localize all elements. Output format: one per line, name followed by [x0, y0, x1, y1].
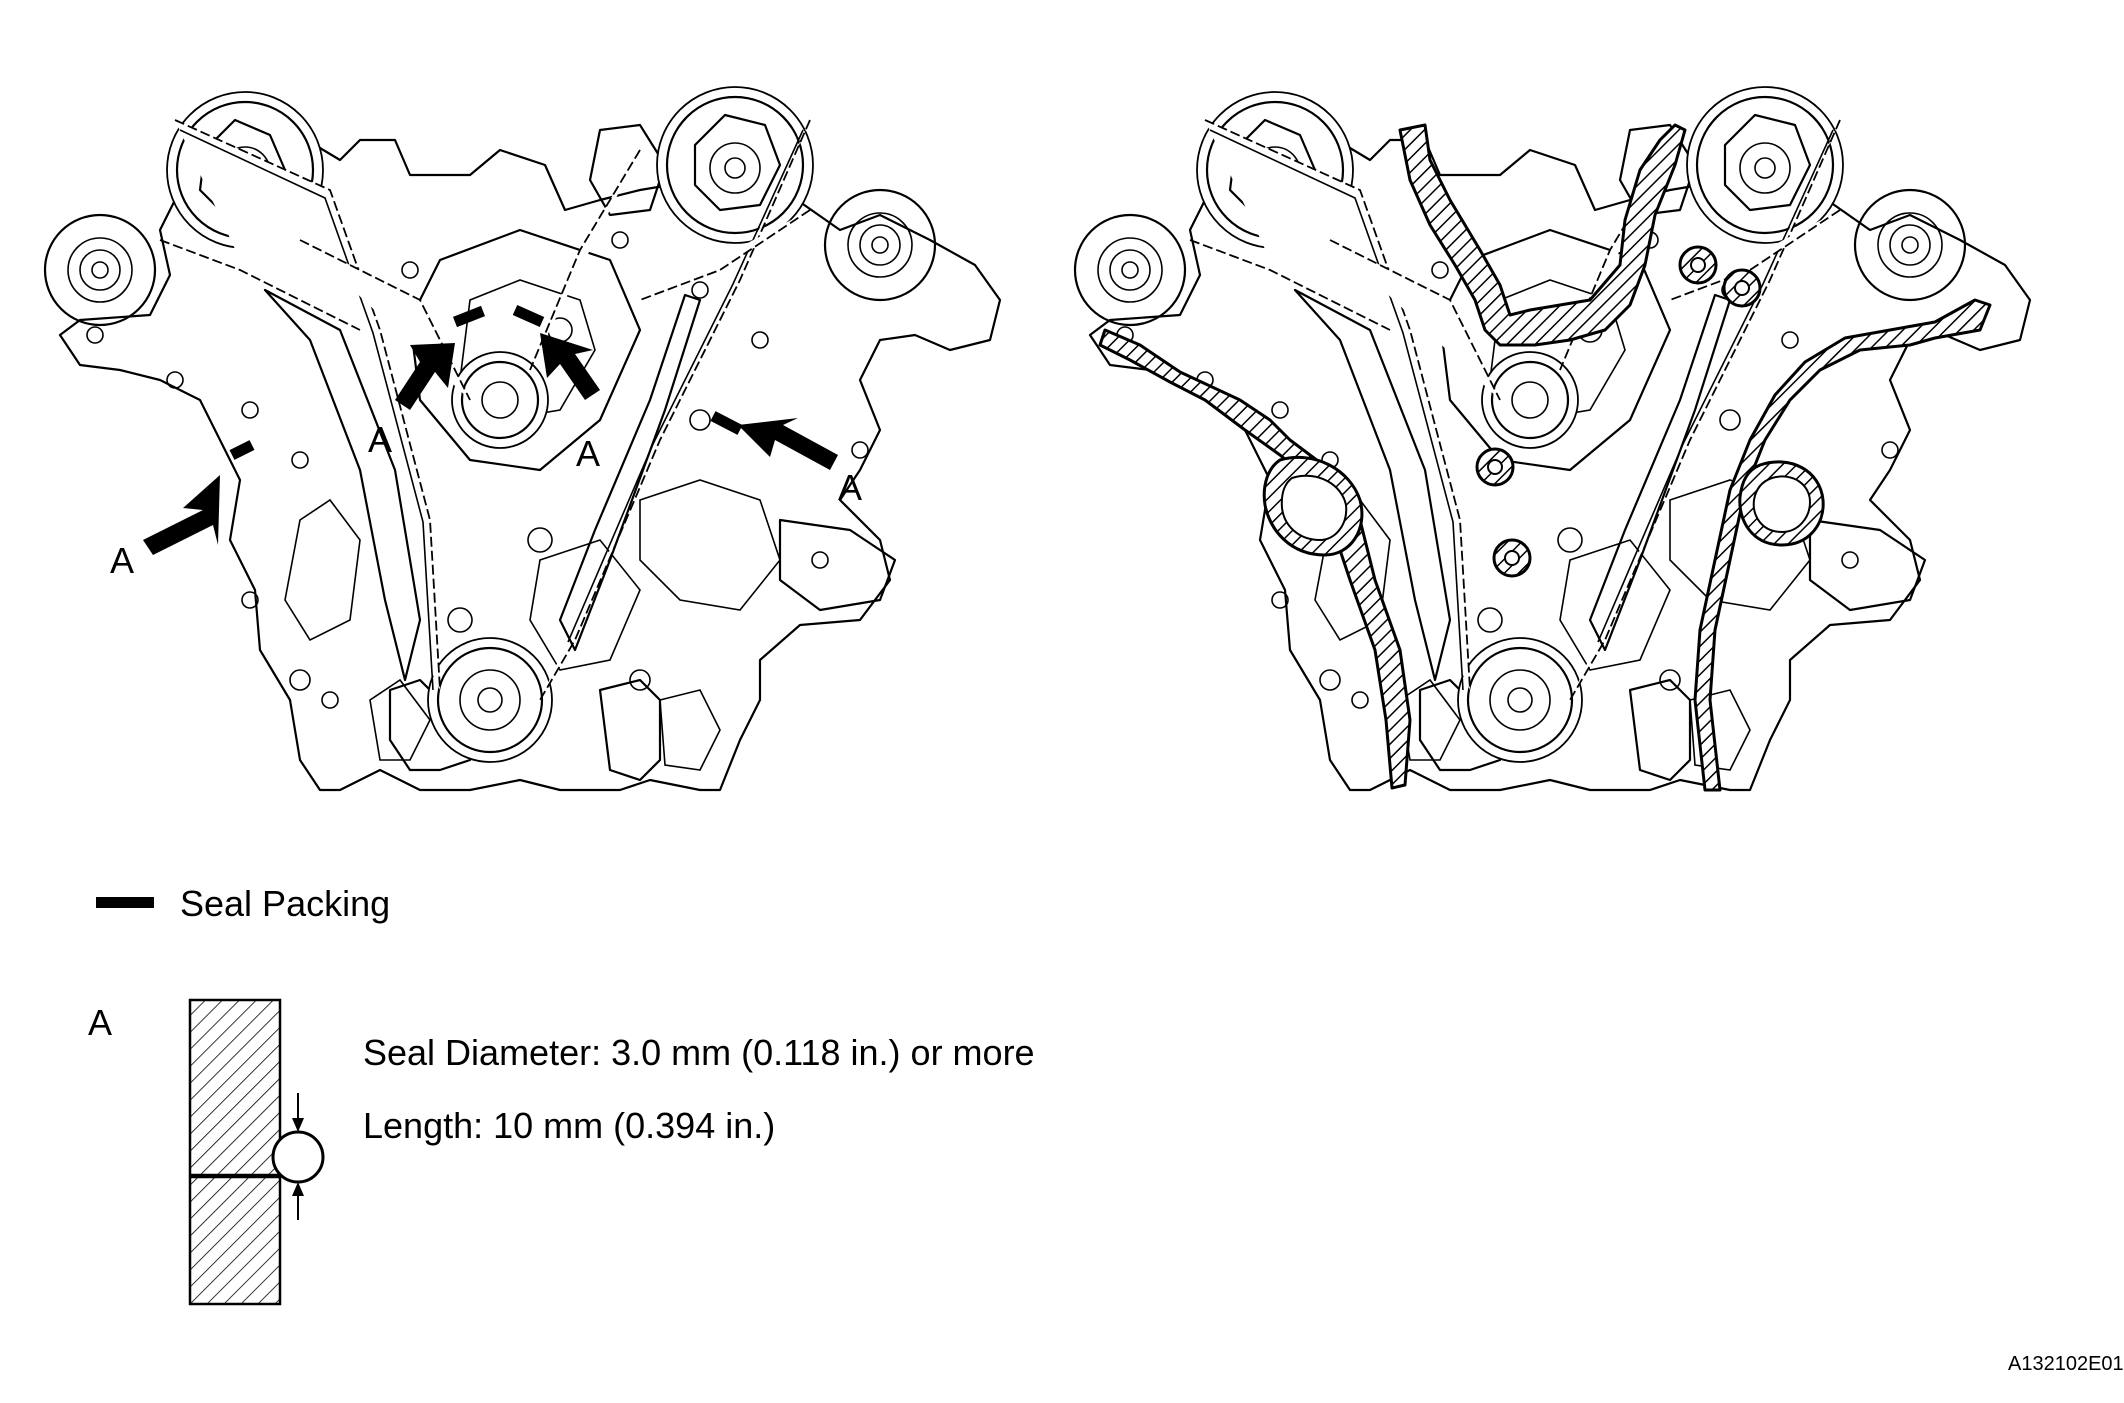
- arrow-left: [143, 475, 220, 555]
- seal-diameter-text: Seal Diameter: 3.0 mm (0.118 in.) or mor…: [363, 1032, 1035, 1073]
- seal-mark-center-right: [512, 304, 545, 328]
- seal-packing-label: Seal Packing: [180, 883, 390, 924]
- callout-a-center-left: A: [368, 419, 392, 460]
- callout-a-left: A: [110, 540, 134, 581]
- detail-upper-section: [188, 998, 282, 1177]
- legend: Seal Packing: [96, 883, 390, 924]
- o-ring-seals: [1475, 245, 1762, 578]
- gasket-bead-center: [1398, 123, 1687, 347]
- seal-bead-circle: [271, 1130, 325, 1184]
- detail-a-label: A: [88, 1002, 112, 1043]
- seal-mark-center-left: [452, 305, 486, 328]
- arrow-center-left: [395, 343, 455, 410]
- callout-a-right: A: [838, 467, 862, 508]
- seal-mark-right: [710, 411, 743, 435]
- detail-a: A Seal Diameter: 3.0 mm (0.118 in.) or m…: [88, 998, 1035, 1306]
- left-engine-view: A A A A: [43, 85, 1002, 792]
- figure-code: A132102E01: [2008, 1353, 2124, 1375]
- seal-mark-left: [229, 440, 255, 460]
- right-engine-view: [1073, 85, 2032, 792]
- arrow-right: [738, 418, 838, 470]
- callout-a-center-right: A: [576, 433, 600, 474]
- gasket-bead-left: [1098, 328, 1412, 790]
- seal-length-text: Length: 10 mm (0.394 in.): [363, 1105, 775, 1146]
- gasket-bead-right: [1693, 298, 1992, 792]
- detail-lower-section: [188, 1175, 282, 1306]
- arrow-center-right: [540, 333, 600, 400]
- seal-packing-swatch: [96, 897, 154, 908]
